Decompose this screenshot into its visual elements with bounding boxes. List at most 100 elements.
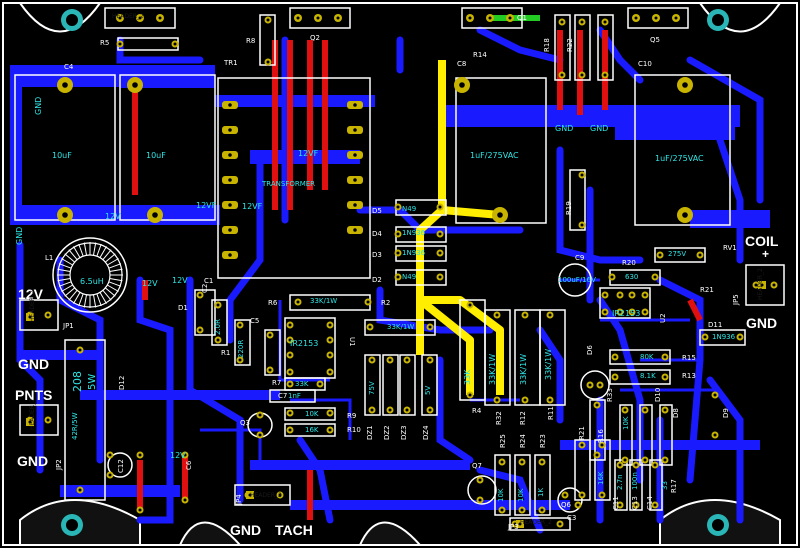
toroid-winding-line — [108, 281, 122, 287]
refdes-q3: Q3 — [240, 419, 250, 427]
tr1-part-text: TRANSFORMER — [262, 180, 316, 188]
net-gnd-1: GND — [555, 124, 574, 133]
pad-drill-hole — [173, 42, 177, 46]
pad-drill-hole — [548, 398, 552, 402]
mounting-holes — [61, 9, 729, 536]
value-l1: 6.5uH — [80, 277, 104, 286]
pad-drill-hole — [518, 522, 522, 526]
refdes-c5: C5 — [250, 317, 260, 325]
pad-drill-hole — [613, 355, 617, 359]
pad-drill-hole — [46, 418, 50, 422]
value-r-42: 42R/5W — [71, 412, 79, 440]
value-r9: 10K — [305, 410, 319, 418]
pad-drill-hole — [500, 508, 504, 512]
pad-drill-hole — [336, 16, 340, 20]
toroid-winding-line — [57, 277, 71, 282]
value-d4: 1N936 — [402, 229, 426, 237]
pad-drill-hole — [580, 493, 584, 497]
refdes-dz4: DZ4 — [422, 425, 430, 440]
pad-drill-hole — [682, 82, 688, 88]
refdes-c1: C1 — [204, 277, 214, 285]
refdes-r23: R23 — [539, 434, 547, 448]
refdes-r12: R12 — [519, 411, 527, 425]
toroid-winding-line — [109, 268, 123, 273]
net-12v-3: 12V — [172, 276, 188, 285]
value-r25: 10K — [497, 488, 505, 503]
value-rv1: 275V — [668, 250, 687, 258]
pad-drill-hole — [108, 453, 112, 457]
pad-drill-hole — [328, 323, 332, 327]
pad-drill-hole — [258, 413, 262, 417]
pad-drill-hole — [198, 293, 202, 297]
refdes-dz1: DZ1 — [366, 425, 374, 440]
pad-drill-hole — [428, 408, 432, 412]
refdes-r13: R13 — [682, 372, 696, 380]
pad-drill-hole — [266, 60, 270, 64]
pad-drill-hole — [46, 313, 50, 317]
pad-drill-hole — [228, 128, 232, 132]
pad-drill-hole — [353, 203, 357, 207]
value-dz1: 75V — [368, 381, 376, 395]
pad-drill-hole — [428, 325, 432, 329]
pad-drill-hole — [396, 275, 400, 279]
pad-drill-hole — [228, 153, 232, 157]
pad-drill-hole — [216, 338, 220, 342]
pad-drill-hole — [523, 398, 527, 402]
pad-drill-hole — [760, 283, 764, 287]
pad-drill-hole — [288, 370, 292, 374]
pad-drill-hole — [198, 328, 202, 332]
jp5-gnd-label: GND — [746, 315, 778, 331]
net-12v-4: 12V — [170, 451, 186, 460]
value-r20: 630 — [625, 273, 639, 281]
refdes-r17: R17 — [670, 479, 678, 493]
pad-drill-hole — [228, 203, 232, 207]
toroid-winding-line — [96, 293, 102, 307]
value-c-second: 10uF — [146, 151, 166, 160]
jp5-plus-label: + — [762, 247, 770, 261]
pad-drill-hole — [228, 103, 232, 107]
pad-drill-hole — [508, 16, 512, 20]
pad-drill-hole — [152, 212, 158, 218]
net-12vf-1: 12VF — [298, 149, 319, 158]
pad-drill-hole — [643, 408, 647, 412]
pad-drill-hole — [663, 408, 667, 412]
pad-drill-hole — [580, 443, 584, 447]
toroid-winding-line — [61, 284, 73, 292]
value-r13: 8.1K — [640, 372, 656, 380]
refdes-d11: D11 — [708, 321, 723, 329]
pad-drill-hole — [663, 458, 667, 462]
pad-drill-hole — [540, 508, 544, 512]
value-r24: 10K — [517, 488, 525, 503]
refdes-u2: U2 — [659, 313, 667, 323]
toroid-winding-line — [64, 253, 76, 263]
pad-drill-hole — [595, 403, 599, 407]
refdes-r8: R8 — [246, 37, 256, 45]
refdes-q1: Q1 — [517, 14, 527, 22]
pad-drill-hole — [478, 498, 482, 502]
pad-drill-hole — [405, 358, 409, 362]
refdes-c13: C13 — [631, 496, 639, 510]
pad-drill-hole — [618, 503, 622, 507]
pad-drill-hole — [388, 358, 392, 362]
pad-drill-hole — [738, 335, 742, 339]
pad-drill-hole — [268, 333, 272, 337]
pad-drill-hole — [428, 358, 432, 362]
pad-drill-hole — [580, 173, 584, 177]
value-d3: 1N936 — [402, 249, 426, 257]
value-r17: 33 — [661, 481, 669, 490]
pad-drill-hole — [132, 82, 138, 88]
pad-drill-hole — [288, 428, 292, 432]
pad-drill-hole — [654, 16, 658, 20]
value-c14: 2.7n — [616, 474, 624, 490]
pad-drill-hole — [595, 453, 599, 457]
refdes-l1: L1 — [45, 254, 54, 262]
pad-drill-hole — [630, 310, 634, 314]
value-r-208: 208 — [71, 371, 84, 392]
pad-drill-hole — [600, 493, 604, 497]
pad-drill-hole — [328, 370, 332, 374]
value-r33: 10K — [622, 416, 630, 431]
pad-drill-hole — [600, 443, 604, 447]
refdes-r25: R25 — [499, 434, 507, 448]
value-r23: 1K — [537, 487, 545, 497]
